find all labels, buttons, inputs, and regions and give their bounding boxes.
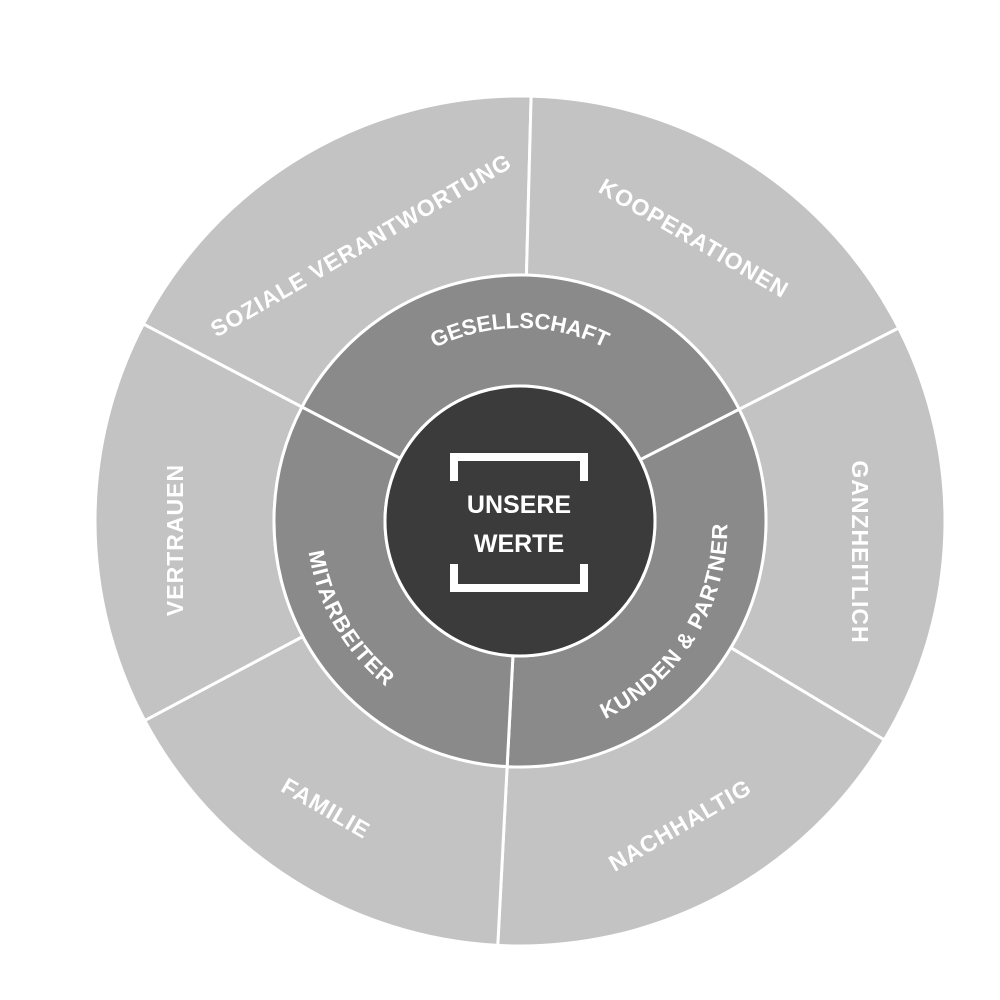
outer-label-ganzheitlich: GANZHEITLICH	[847, 460, 873, 643]
outer-ring	[93, 94, 947, 948]
center-circle	[383, 384, 657, 658]
center-title-line2: WERTE	[474, 530, 564, 558]
center-title-line1: UNSERE	[467, 491, 571, 519]
bracket-icon	[450, 453, 588, 592]
middle-ring	[272, 273, 768, 769]
outer-label-vertrauen: VERTRAUEN	[162, 464, 188, 616]
